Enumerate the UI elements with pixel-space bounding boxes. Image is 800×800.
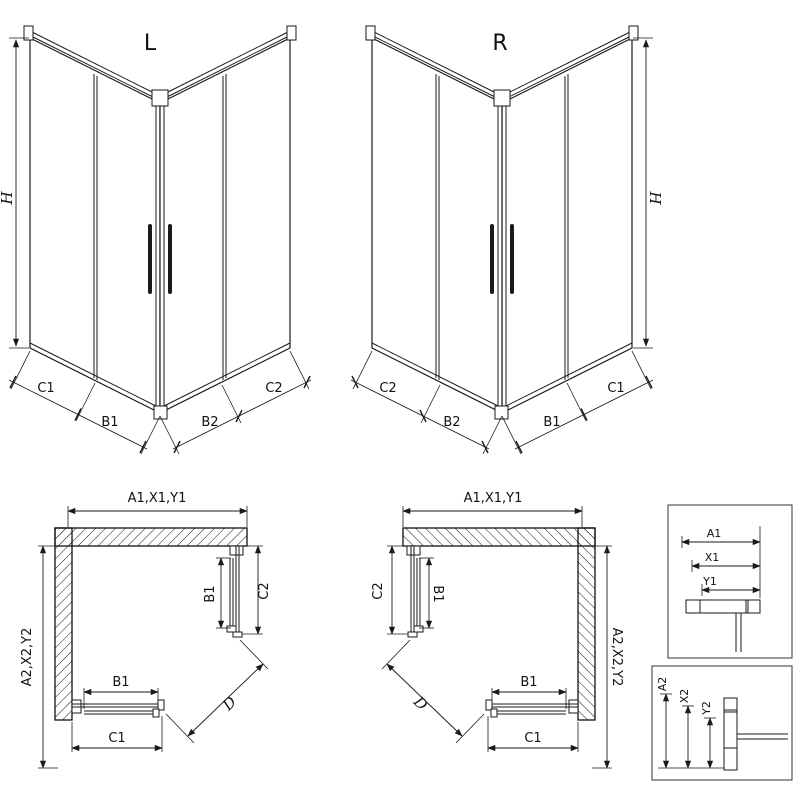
perspective-view-right-labels: R H C2 B2 B1 C1: [379, 31, 664, 430]
dim-label-d: D: [218, 693, 240, 715]
dim-label-b2: B2: [443, 415, 460, 430]
variant-label-right: R: [492, 31, 507, 56]
detail-box-depth-profile: A2 X2 Y2: [651, 665, 793, 781]
detail-box-border: [667, 504, 793, 659]
plan-view-right-geometry: [382, 506, 612, 768]
dim-label-c2: C2: [265, 381, 282, 396]
detail-box-border: [651, 665, 793, 781]
detail-dim-x2: X2: [678, 689, 691, 704]
dim-label-b1: B1: [101, 415, 118, 430]
dim-label-b1-side: B1: [430, 585, 445, 602]
detail-dim-x1: X1: [705, 551, 720, 564]
dim-label-a1x1y1: A1,X1,Y1: [128, 491, 187, 506]
detail-dim-a1: A1: [707, 527, 722, 540]
dim-label-b1: B1: [543, 415, 560, 430]
height-dim-label-left: H: [0, 191, 16, 206]
dim-label-c2: C2: [379, 381, 396, 396]
wall-profile-section: [723, 697, 788, 771]
dim-label-a2x2y2: A2,X2,Y2: [609, 628, 624, 687]
dim-label-c2-side: C2: [257, 582, 272, 599]
detail-dim-y2: Y2: [700, 701, 713, 716]
dim-label-b2: B2: [201, 415, 218, 430]
variant-label-left: L: [144, 31, 157, 56]
detail-dim-y1: Y1: [702, 575, 717, 588]
dim-label-c1-front: C1: [524, 731, 541, 746]
dim-label-a2x2y2: A2,X2,Y2: [20, 628, 35, 687]
detail-box-width-profile: A1 X1 Y1: [667, 504, 793, 659]
dim-label-d: D: [409, 692, 431, 714]
wall-profile-section: [685, 599, 761, 652]
dim-label-c1: C1: [37, 381, 54, 396]
plan-view-left-geometry: [38, 506, 268, 768]
dim-label-b1-front: B1: [520, 675, 537, 690]
dim-label-a1x1y1: A1,X1,Y1: [464, 491, 523, 506]
plan-view-left-labels: A1,X1,Y1 A2,X2,Y2 B1 C2 B1 C1 D: [20, 491, 272, 746]
detail-dim-a2: A2: [656, 677, 669, 692]
perspective-view-left-labels: L H C1 B1 B2 C2: [0, 31, 283, 430]
dim-label-b1-front: B1: [112, 675, 129, 690]
dim-label-c1: C1: [607, 381, 624, 396]
plan-view-right-labels: A1,X1,Y1 A2,X2,Y2 B1 C2 B1 C1 D: [371, 491, 624, 746]
height-dim-label-right: H: [646, 190, 664, 205]
dim-label-b1-side: B1: [203, 585, 218, 602]
dim-label-c1-front: C1: [108, 731, 125, 746]
dim-label-c2-side: C2: [371, 582, 386, 599]
